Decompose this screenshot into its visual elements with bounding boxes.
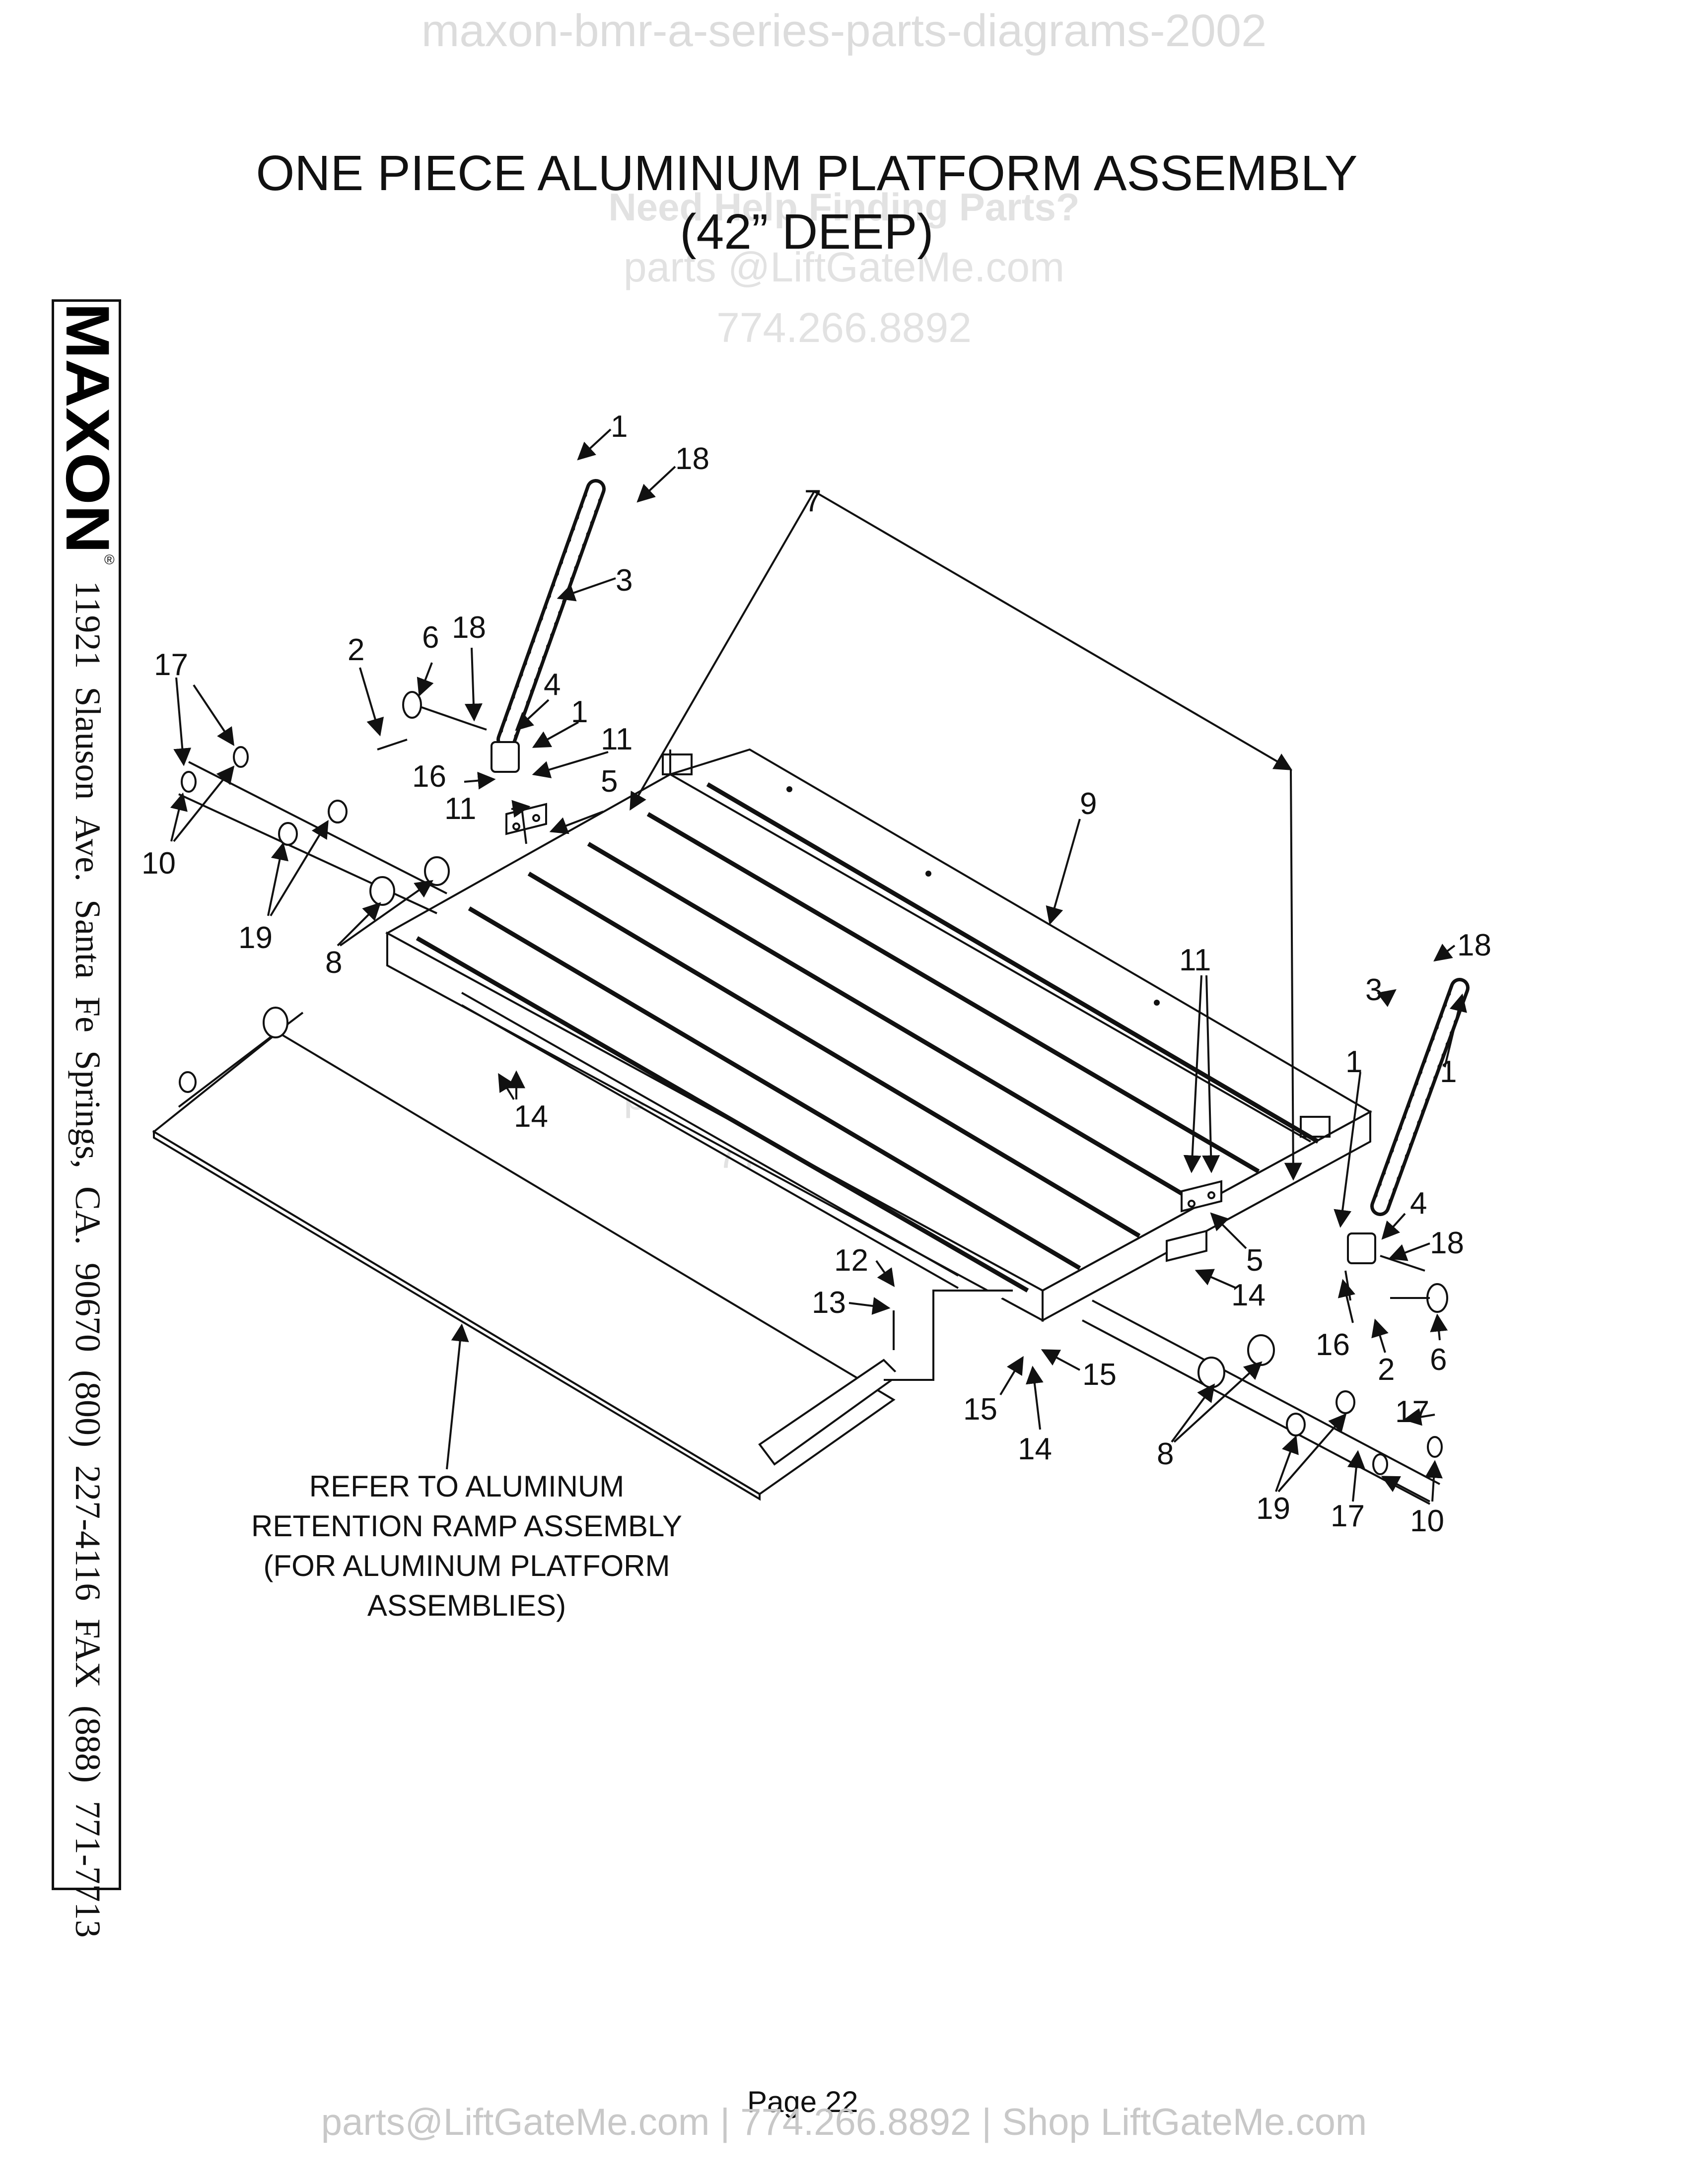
page-title: ONE PIECE ALUMINUM PLATFORM ASSEMBLY xyxy=(256,145,1358,201)
right-hinge-parts xyxy=(1344,1232,1448,1313)
note-line-2: RETENTION RAMP ASSEMBLY xyxy=(251,1509,682,1543)
right-bracket xyxy=(1166,1180,1222,1262)
page-number: Page 22 xyxy=(747,2085,858,2118)
callout-14: 14 xyxy=(1231,1278,1266,1312)
callout-18: 18 xyxy=(1457,928,1491,962)
callout-10: 10 xyxy=(1410,1504,1444,1538)
callout-8: 8 xyxy=(1157,1437,1174,1471)
chain-right xyxy=(1370,978,1470,1216)
deck-grooves xyxy=(416,782,1320,1293)
callout-19: 19 xyxy=(238,921,273,955)
chain-left xyxy=(496,479,606,750)
callout-17: 17 xyxy=(1331,1499,1365,1533)
callout-19: 19 xyxy=(1256,1492,1290,1526)
right-pivot-axis xyxy=(1082,1299,1443,1505)
callout-17: 17 xyxy=(154,648,188,682)
watermark-phone-top: 774.266.8892 xyxy=(716,304,972,351)
note-line-1: REFER TO ALUMINUM xyxy=(309,1470,625,1503)
sidebar-box xyxy=(52,299,121,1890)
ramp-reference-note: REFER TO ALUMINUM RETENTION RAMP ASSEMBL… xyxy=(199,1467,735,1626)
callout-4: 4 xyxy=(1410,1186,1427,1221)
callout-15: 15 xyxy=(963,1392,997,1427)
note-line-4: ASSEMBLIES) xyxy=(367,1589,566,1622)
retention-ramp xyxy=(152,1007,1013,1501)
callout-1: 1 xyxy=(571,695,588,729)
watermark-email-top: parts @LiftGateMe.com xyxy=(623,244,1065,290)
callout-14: 14 xyxy=(514,1099,548,1134)
footer-contact: parts@LiftGateMe.com | 774.266.8892 | Sh… xyxy=(321,2101,1367,2143)
callout-3: 3 xyxy=(616,563,633,598)
callout-18: 18 xyxy=(1430,1226,1464,1260)
callout-numbers: 1 18 3 7 2 6 18 4 1 17 11 16 11 5 10 19 … xyxy=(141,410,1491,1538)
callout-4: 4 xyxy=(544,668,561,702)
callout-12: 12 xyxy=(834,1243,868,1278)
callout-7: 7 xyxy=(804,484,821,518)
callout-13: 13 xyxy=(812,1286,846,1320)
logo-text: MAXON xyxy=(59,303,114,553)
callout-14: 14 xyxy=(1018,1432,1052,1466)
callout-16: 16 xyxy=(1316,1328,1350,1362)
note-line-3: (FOR ALUMINUM PLATFORM xyxy=(263,1549,670,1582)
callout-8: 8 xyxy=(325,946,342,980)
watermark-help-top: Need Help Finding Parts? xyxy=(608,185,1080,229)
callout-5: 5 xyxy=(1246,1243,1263,1278)
callout-9: 9 xyxy=(1080,787,1097,821)
callout-5: 5 xyxy=(601,764,618,799)
leader-lines xyxy=(170,428,1467,1502)
callout-11: 11 xyxy=(444,792,476,826)
page-subtitle: (42” DEEP) xyxy=(680,204,934,260)
callout-2: 2 xyxy=(1378,1353,1395,1387)
torsion-bar xyxy=(461,992,959,1289)
watermark-title: maxon-bmr-a-series-parts-diagrams-2002 xyxy=(421,5,1267,56)
callout-1: 1 xyxy=(1345,1045,1362,1079)
callout-18: 18 xyxy=(452,611,486,645)
callout-10: 10 xyxy=(141,846,176,881)
registered-mark: ® xyxy=(104,552,115,567)
callout-15: 15 xyxy=(1082,1358,1117,1392)
callout-2: 2 xyxy=(348,633,364,667)
callout-16: 16 xyxy=(412,759,446,794)
callout-6: 6 xyxy=(422,620,439,655)
callout-1: 1 xyxy=(1440,1055,1457,1089)
callout-11: 11 xyxy=(1179,943,1211,977)
callout-3: 3 xyxy=(1365,973,1382,1007)
maxon-logo: MAXON xyxy=(59,303,114,553)
callout-11: 11 xyxy=(601,722,633,756)
left-pivot-axis xyxy=(178,746,450,914)
left-hinge-parts xyxy=(377,691,527,844)
callout-17: 17 xyxy=(1395,1395,1429,1429)
callout-6: 6 xyxy=(1430,1343,1447,1377)
callout-1: 1 xyxy=(611,410,628,444)
deck-holes xyxy=(786,786,1160,1006)
callout-18: 18 xyxy=(675,442,709,476)
